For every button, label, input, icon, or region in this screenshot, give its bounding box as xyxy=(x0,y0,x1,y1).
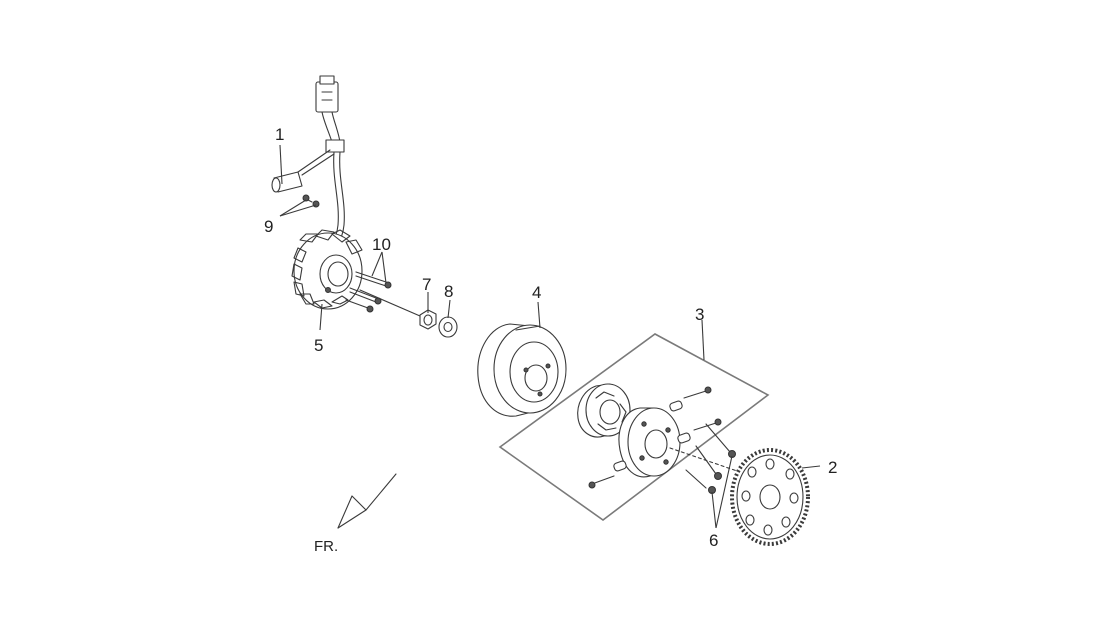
callout-6: 6 xyxy=(709,531,718,550)
wire-clamp xyxy=(325,139,345,153)
callout-10: 10 xyxy=(372,235,391,254)
clutch-plate xyxy=(618,407,681,478)
connector xyxy=(315,75,339,113)
callout-2: 2 xyxy=(828,458,837,477)
callout-5: 5 xyxy=(314,336,323,355)
callout-4: 4 xyxy=(532,283,541,302)
one-way-clutch xyxy=(577,383,631,438)
pulser-coil xyxy=(271,171,303,193)
inner-bolts xyxy=(588,386,722,489)
washer xyxy=(438,316,458,338)
starter-driven-gear xyxy=(730,448,810,546)
flywheel xyxy=(477,323,567,417)
rollers xyxy=(613,400,691,472)
callout-8: 8 xyxy=(444,282,453,301)
bolt-set-6 xyxy=(685,423,736,494)
callout-3: 3 xyxy=(695,305,704,324)
leader-lines xyxy=(279,144,821,529)
front-direction-indicator: FR. xyxy=(314,473,397,555)
callout-9: 9 xyxy=(264,217,273,236)
wire-harness xyxy=(297,75,345,245)
callout-1: 1 xyxy=(275,125,284,144)
stator xyxy=(291,229,363,310)
assembly-frame-3 xyxy=(498,333,770,521)
front-label: FR. xyxy=(314,538,338,555)
callout-7: 7 xyxy=(422,275,431,294)
